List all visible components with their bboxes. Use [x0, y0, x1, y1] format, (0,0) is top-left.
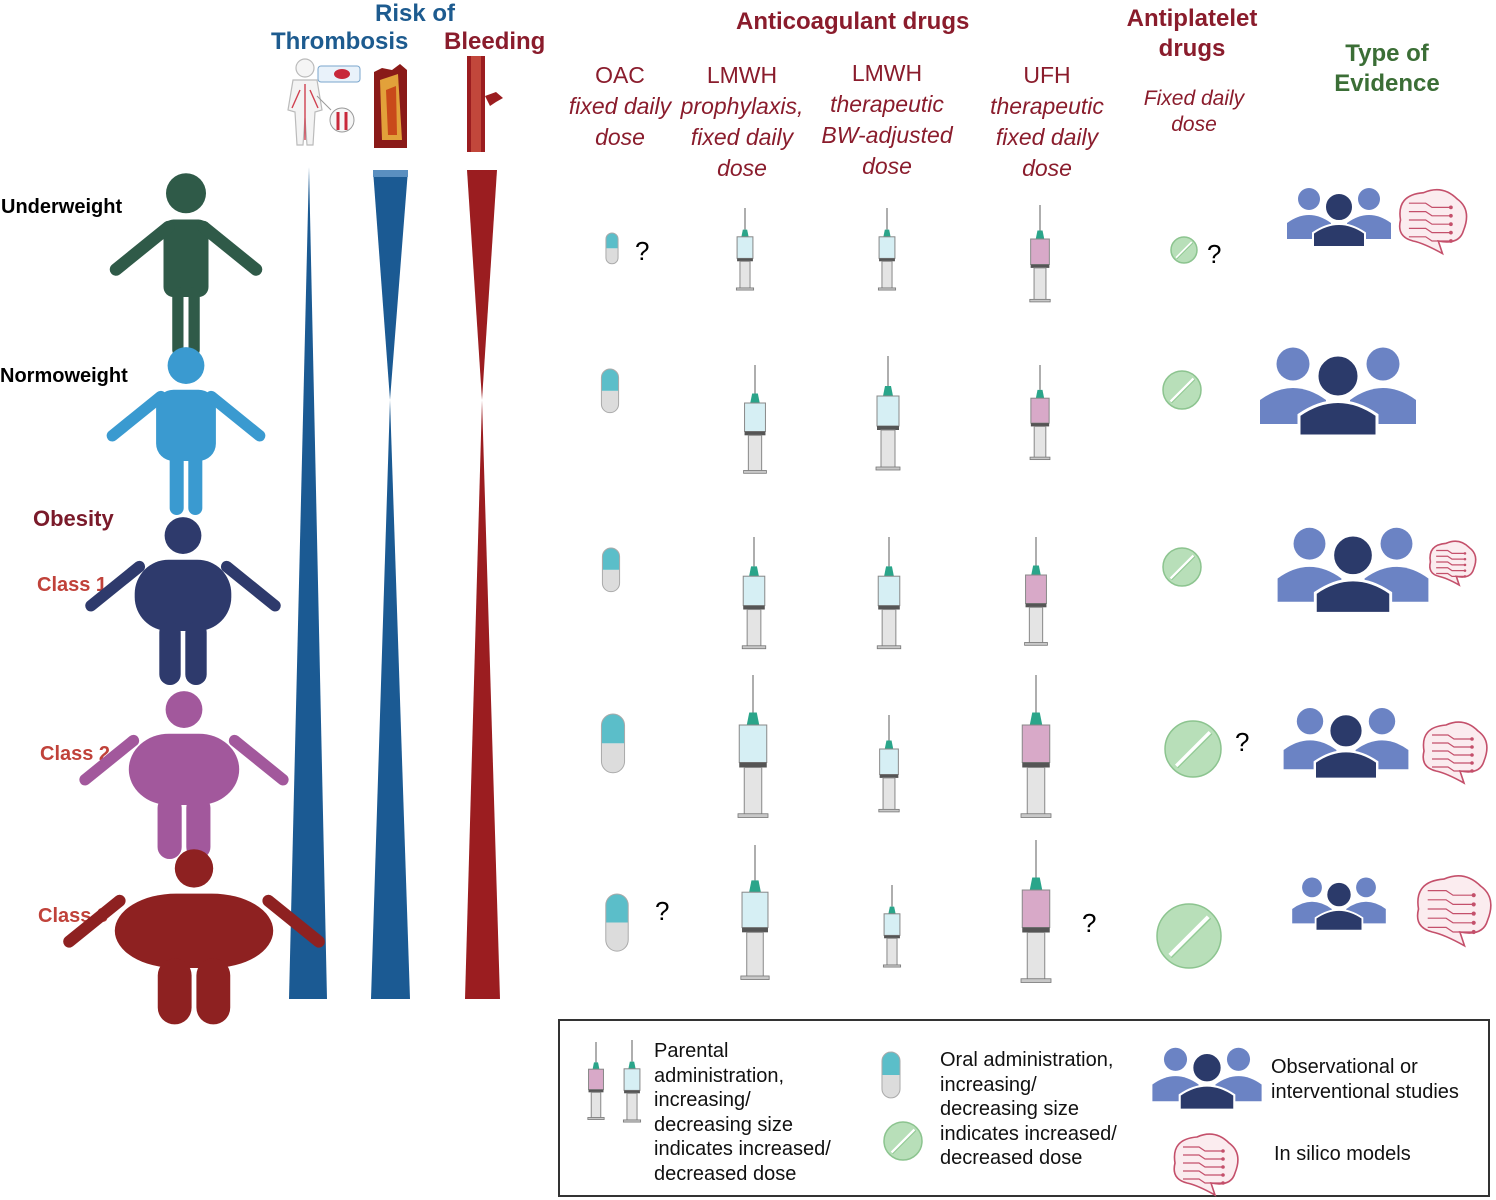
risk-of-heading: Risk of [375, 0, 456, 27]
thrombosis-risk-wedge [289, 167, 327, 999]
col-lmwh-prophylaxis-subtitle: prophylaxis, fixed daily dose [680, 93, 804, 181]
person-class2 [79, 691, 289, 860]
question-mark-oac-underweight: ? [635, 236, 650, 266]
capsule-oac-class3 [605, 893, 629, 952]
syringe-lmwh-therapeutic-class3 [882, 885, 902, 968]
syringe-ufh-normoweight [1029, 365, 1051, 461]
person-class1 [85, 517, 281, 686]
people-icon-class2 [1283, 708, 1409, 780]
col-ufh-header: UFH therapeutic fixed daily dose [984, 60, 1110, 184]
anticoagulant-heading: Anticoagulant drugs [736, 8, 970, 35]
brain-icon-class1 [1429, 540, 1477, 587]
question-mark-ufh-class3: ? [1082, 908, 1097, 938]
people-icon-normoweight [1260, 347, 1416, 438]
legend-capsule [881, 1051, 901, 1099]
legend-in-silico-text: In silico models [1274, 1143, 1411, 1165]
thrombosis-hourglass-wedge [371, 170, 410, 999]
col-lmwh-therapeutic-title: LMWH [851, 60, 923, 86]
col-lmwh-prophylaxis-header: LMWH prophylaxis, fixed daily dose [678, 60, 806, 184]
tablet-antiplatelet-normoweight [1162, 370, 1202, 410]
syringe-lmwh-prophylaxis-class3 [740, 845, 770, 980]
brain-icon-underweight [1398, 188, 1468, 256]
row-label-underweight: Underweight [1, 196, 123, 218]
human-body-circulation-icon [287, 58, 361, 146]
thrombosis-heading: Thrombosis [271, 28, 409, 55]
people-icon-class3 [1292, 877, 1386, 932]
thrombosed-vessel-icon [374, 64, 407, 148]
legend-observational-text: Observational or interventional studies [1271, 1056, 1459, 1103]
syringe-lmwh-therapeutic-class1 [876, 537, 902, 650]
syringe-ufh-class2 [1020, 675, 1052, 818]
col-ufh-subtitle: therapeutic fixed daily dose [990, 93, 1104, 181]
obesity-label: Obesity [33, 506, 114, 531]
capsule-oac-normoweight [600, 368, 620, 414]
brain-icon-legend [1173, 1133, 1239, 1197]
syringe-lmwh-therapeutic-class2 [878, 715, 900, 813]
person-class3 [63, 849, 325, 1025]
bleeding-risk-wedge [465, 170, 500, 999]
person-underweight [109, 173, 263, 356]
legend [558, 1019, 1490, 1197]
col-antiplatelet-subtitle: Fixed daily dose [1143, 87, 1245, 136]
legend-syringe-blue [622, 1040, 642, 1123]
legend-syringe-pink [587, 1042, 605, 1120]
legend-tablet [883, 1121, 923, 1161]
tablet-antiplatelet-class1 [1162, 547, 1202, 587]
legend-parenteral-text: Parental administration, increasing/ dec… [654, 1040, 831, 1185]
question-mark-oac-class3: ? [655, 896, 670, 926]
capsule-oac-underweight [605, 232, 619, 265]
bleeding-heading: Bleeding [444, 28, 546, 55]
brain-icon-class2 [1422, 721, 1488, 785]
syringe-lmwh-prophylaxis-underweight [735, 208, 755, 291]
syringe-lmwh-therapeutic-underweight [877, 208, 897, 291]
tablet-antiplatelet-class2 [1164, 720, 1222, 778]
people-icon-class1 [1277, 527, 1429, 615]
legend-oral-text: Oral administration, increasing/ decreas… [940, 1049, 1117, 1169]
capsule-oac-class1 [601, 547, 621, 593]
tablet-antiplatelet-class3 [1156, 903, 1222, 969]
syringe-lmwh-prophylaxis-class1 [741, 537, 767, 650]
person-normoweight [106, 347, 266, 516]
syringe-ufh-underweight [1029, 205, 1051, 303]
row-label-class-2: Class 2 [40, 743, 111, 765]
tablet-antiplatelet-underweight [1170, 236, 1198, 264]
capsule-oac-class2 [600, 713, 626, 774]
syringe-lmwh-therapeutic-normoweight [875, 356, 901, 471]
bleeding-vessel-icon [467, 56, 503, 152]
col-ufh-title: UFH [1023, 62, 1071, 88]
question-mark-antiplatelet-class2: ? [1235, 727, 1250, 757]
col-lmwh-therapeutic-header: LMWH therapeutic BW-adjusted dose [816, 58, 958, 182]
col-lmwh-prophylaxis-title: LMWH [706, 62, 778, 88]
type-of-evidence-heading: Type of Evidence [1334, 40, 1440, 97]
syringe-ufh-class3 [1020, 840, 1052, 983]
col-lmwh-therapeutic-subtitle: therapeutic BW-adjusted dose [821, 91, 953, 179]
col-oac-title: OAC [595, 62, 645, 88]
syringe-ufh-class1 [1024, 537, 1048, 646]
people-icon-legend [1152, 1047, 1262, 1111]
people-icon-underweight [1287, 188, 1391, 248]
col-oac-header: OAC fixed daily dose [560, 60, 680, 153]
question-mark-antiplatelet-underweight: ? [1207, 239, 1222, 269]
row-label-normoweight: Normoweight [0, 365, 128, 387]
syringe-lmwh-prophylaxis-class2 [737, 675, 769, 818]
col-oac-subtitle: fixed daily dose [568, 93, 672, 150]
brain-icon-class3 [1416, 874, 1492, 948]
row-label-class-1: Class 1 [37, 574, 108, 596]
syringe-lmwh-prophylaxis-normoweight [743, 365, 767, 474]
antiplatelet-heading: Antiplatelet drugs [1126, 5, 1258, 62]
col-antiplatelet-header: Fixed daily dose [1134, 86, 1254, 138]
